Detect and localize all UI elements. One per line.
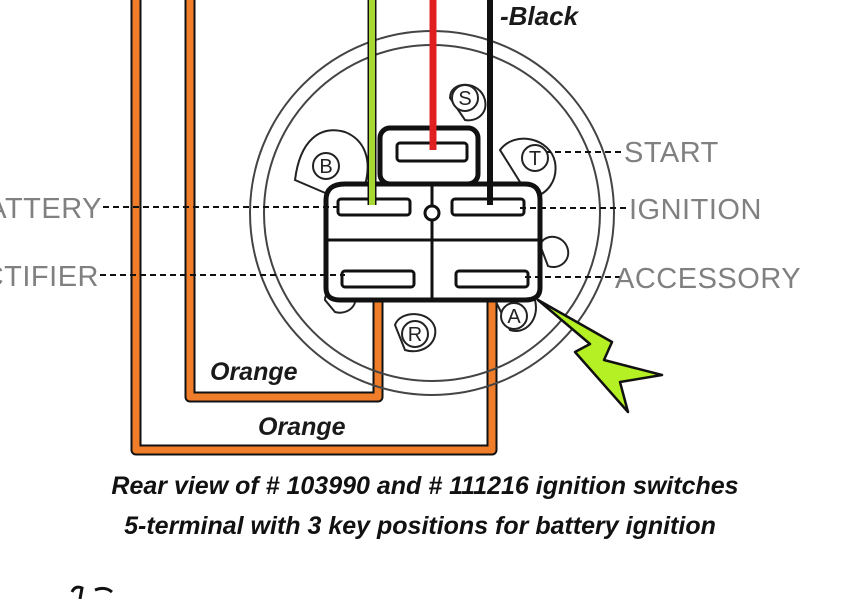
label-ignition: IGNITION [629, 194, 762, 226]
center-hole [423, 204, 441, 222]
leader-lines [100, 151, 630, 278]
terminal-r: R [408, 324, 422, 346]
lightning-arrow-icon [536, 298, 664, 414]
orange-wire-inner-fill [186, 0, 382, 401]
housing-dividers [328, 186, 538, 298]
label-orange-outer: Orange [258, 413, 346, 441]
label-black: -Black [500, 1, 580, 31]
terminal-b: B [319, 156, 332, 178]
slot-accessory [454, 269, 530, 289]
caption-line-1: Rear view of # 103990 and # 111216 ignit… [111, 472, 738, 500]
terminal-t: T [529, 148, 541, 170]
label-battery: ATTERY [0, 193, 102, 225]
caption-line-2: 5-terminal with 3 key positions for batt… [124, 512, 716, 540]
label-orange-inner: Orange [210, 358, 298, 386]
slot-rectifier [340, 269, 416, 289]
top-wires [367, 0, 493, 205]
label-rectifier: CTIFIER [0, 261, 99, 293]
label-start: START [624, 137, 719, 169]
cropped-glyph [70, 585, 113, 599]
terminal-s: S [458, 88, 471, 110]
lobe-right-small [538, 235, 570, 268]
terminal-markers: B S T R A [312, 84, 549, 348]
terminal-a: A [507, 306, 521, 328]
label-accessory: ACCESSORY [615, 263, 801, 295]
